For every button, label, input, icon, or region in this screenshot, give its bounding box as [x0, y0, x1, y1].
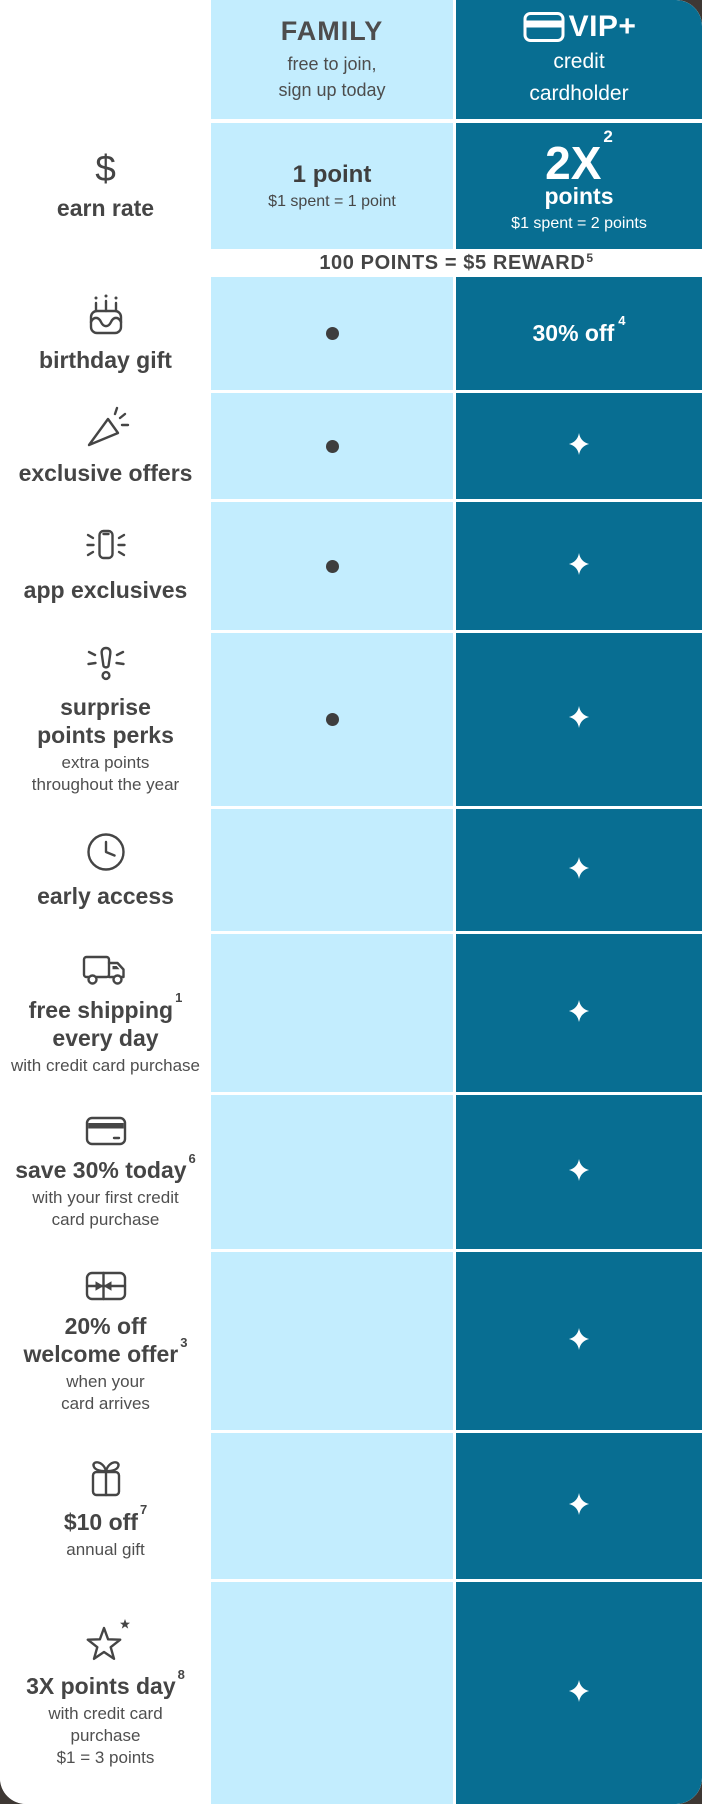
star-icon [80, 1617, 132, 1665]
gift-card-icon [82, 1267, 130, 1305]
surprise-exclamation-icon [82, 644, 130, 686]
credit-card-icon [522, 10, 566, 44]
row-title: app exclusives [23, 577, 188, 604]
included-dot [325, 713, 339, 726]
sparkle-icon [568, 432, 590, 461]
sparkle-icon [568, 1492, 590, 1521]
row-title: birthday gift [39, 346, 172, 373]
row-title: earn rate [56, 194, 155, 221]
earn-rate-label: $ earn rate [0, 123, 211, 249]
phone-icon [82, 527, 130, 569]
family-cell-early-access [211, 809, 453, 931]
row-subtitle: annual gift [66, 1540, 145, 1560]
vip-cell-welcome-offer [456, 1252, 702, 1430]
family-title: FAMILY [280, 15, 384, 46]
family-cell-ten-dollars-off [211, 1433, 453, 1579]
header-row: FAMILY free to join, sign up today VIP+ … [0, 0, 702, 119]
birthday-cake-icon [82, 293, 130, 339]
sparkle-icon [568, 552, 590, 581]
vip-cell-save-30-today [456, 1095, 702, 1249]
row-early-access: early access [0, 809, 702, 931]
family-cell-exclusive-offers [211, 393, 453, 499]
family-cell-free-shipping [211, 934, 453, 1092]
row-label-early-access: early access [0, 809, 211, 931]
gift-box-icon [84, 1451, 128, 1501]
family-cell-birthday-gift [211, 277, 453, 390]
row-label-birthday-gift: birthday gift [0, 277, 211, 390]
row-earn-rate: $ earn rate 1 point $1 spent = 1 point 2… [0, 123, 702, 249]
vip-title: VIP+ [568, 10, 637, 43]
credit-card-icon [83, 1113, 129, 1149]
family-cell-save-30-today [211, 1095, 453, 1249]
family-cell-3x-points-day [211, 1582, 453, 1804]
dollar-icon: $ [95, 147, 116, 189]
header-spacer [0, 0, 211, 119]
vip-cell-ten-dollars-off [456, 1433, 702, 1579]
family-header: FAMILY free to join, sign up today [211, 0, 453, 119]
vip-cell-free-shipping [456, 934, 702, 1092]
row-title: exclusive offers [18, 460, 193, 487]
included-dot [325, 439, 339, 453]
vip-header: VIP+ credit cardholder [456, 0, 702, 119]
vip-cell-early-access [456, 809, 702, 931]
vip-cell-app-exclusives [456, 502, 702, 630]
vip-cell-3x-points-day [456, 1582, 702, 1804]
sparkle-icon [568, 705, 590, 734]
family-subtitle: free to join, sign up today [278, 53, 386, 100]
row-app-exclusives: app exclusives [0, 502, 702, 630]
party-horn-icon [82, 404, 130, 452]
sparkle-icon [568, 999, 590, 1028]
banner-spacer [0, 249, 211, 277]
family-cell-welcome-offer [211, 1252, 453, 1430]
row-label-app-exclusives: app exclusives [0, 502, 211, 630]
sparkle-icon [568, 1327, 590, 1356]
row-label-exclusive-offers: exclusive offers [0, 393, 211, 499]
family-cell-earn-rate: 1 point $1 spent = 1 point [211, 123, 453, 249]
row-title: early access [37, 883, 174, 910]
vip-cell-surprise-points-perks [456, 633, 702, 806]
vip-cell-exclusive-offers [456, 393, 702, 499]
included-dot [325, 559, 339, 573]
included-dot [325, 327, 339, 340]
sparkle-icon [568, 1679, 590, 1708]
sparkle-icon [568, 856, 590, 885]
vip-subtitle: credit cardholder [529, 50, 629, 105]
family-cell-surprise-points-perks [211, 633, 453, 806]
row-exclusive-offers: exclusive offers [0, 393, 702, 499]
sparkle-icon [568, 1158, 590, 1187]
clock-icon [83, 829, 129, 875]
row-subtitle: with credit card purchase [11, 1056, 200, 1076]
delivery-truck-icon [79, 949, 133, 989]
family-cell-app-exclusives [211, 502, 453, 630]
